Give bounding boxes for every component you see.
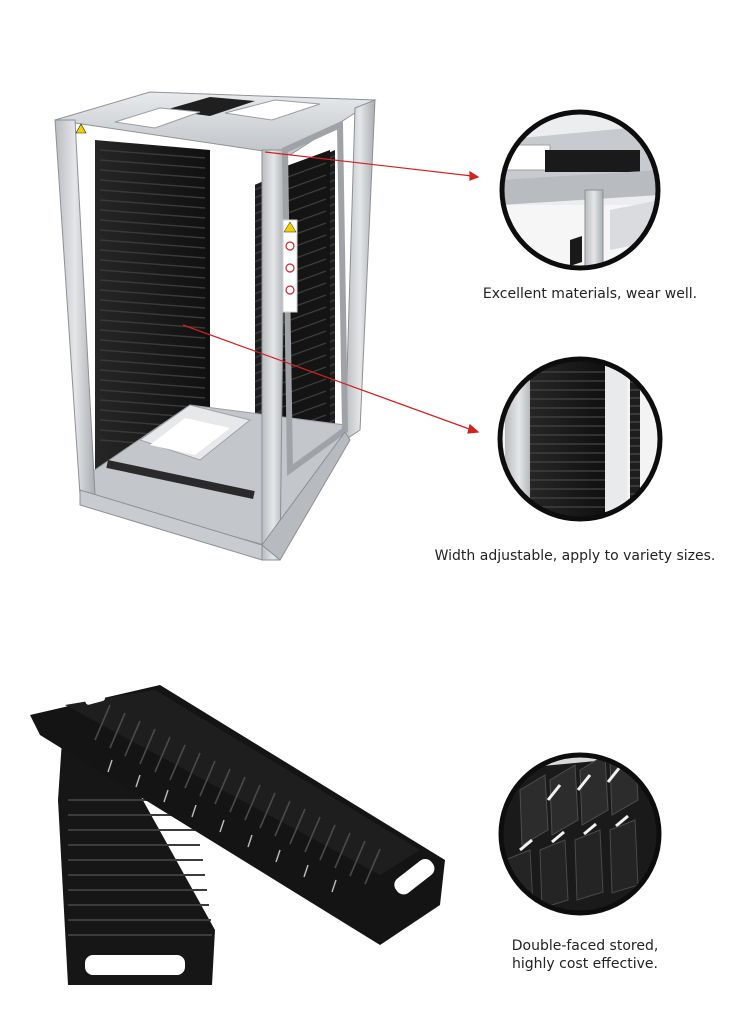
warning-label-icon xyxy=(75,123,298,313)
caption-materials: Excellent materials, wear well. xyxy=(482,286,698,302)
detail-circle-slot-panel xyxy=(497,356,663,522)
caption-double-faced-line2: highly cost effective. xyxy=(512,956,658,972)
detail-circle-top-frame xyxy=(499,109,661,271)
magazine-rack xyxy=(54,91,377,561)
caption-double-faced-line1: Double-faced stored, xyxy=(511,938,659,954)
caption-width-adjustable: Width adjustable, apply to variety sizes… xyxy=(434,548,716,564)
esd-trays xyxy=(30,685,445,985)
detail-circle-tray-slots xyxy=(498,752,662,916)
caption-double-faced: Double-faced stored, highly cost effecti… xyxy=(470,937,700,973)
callout-pointers xyxy=(182,151,480,434)
